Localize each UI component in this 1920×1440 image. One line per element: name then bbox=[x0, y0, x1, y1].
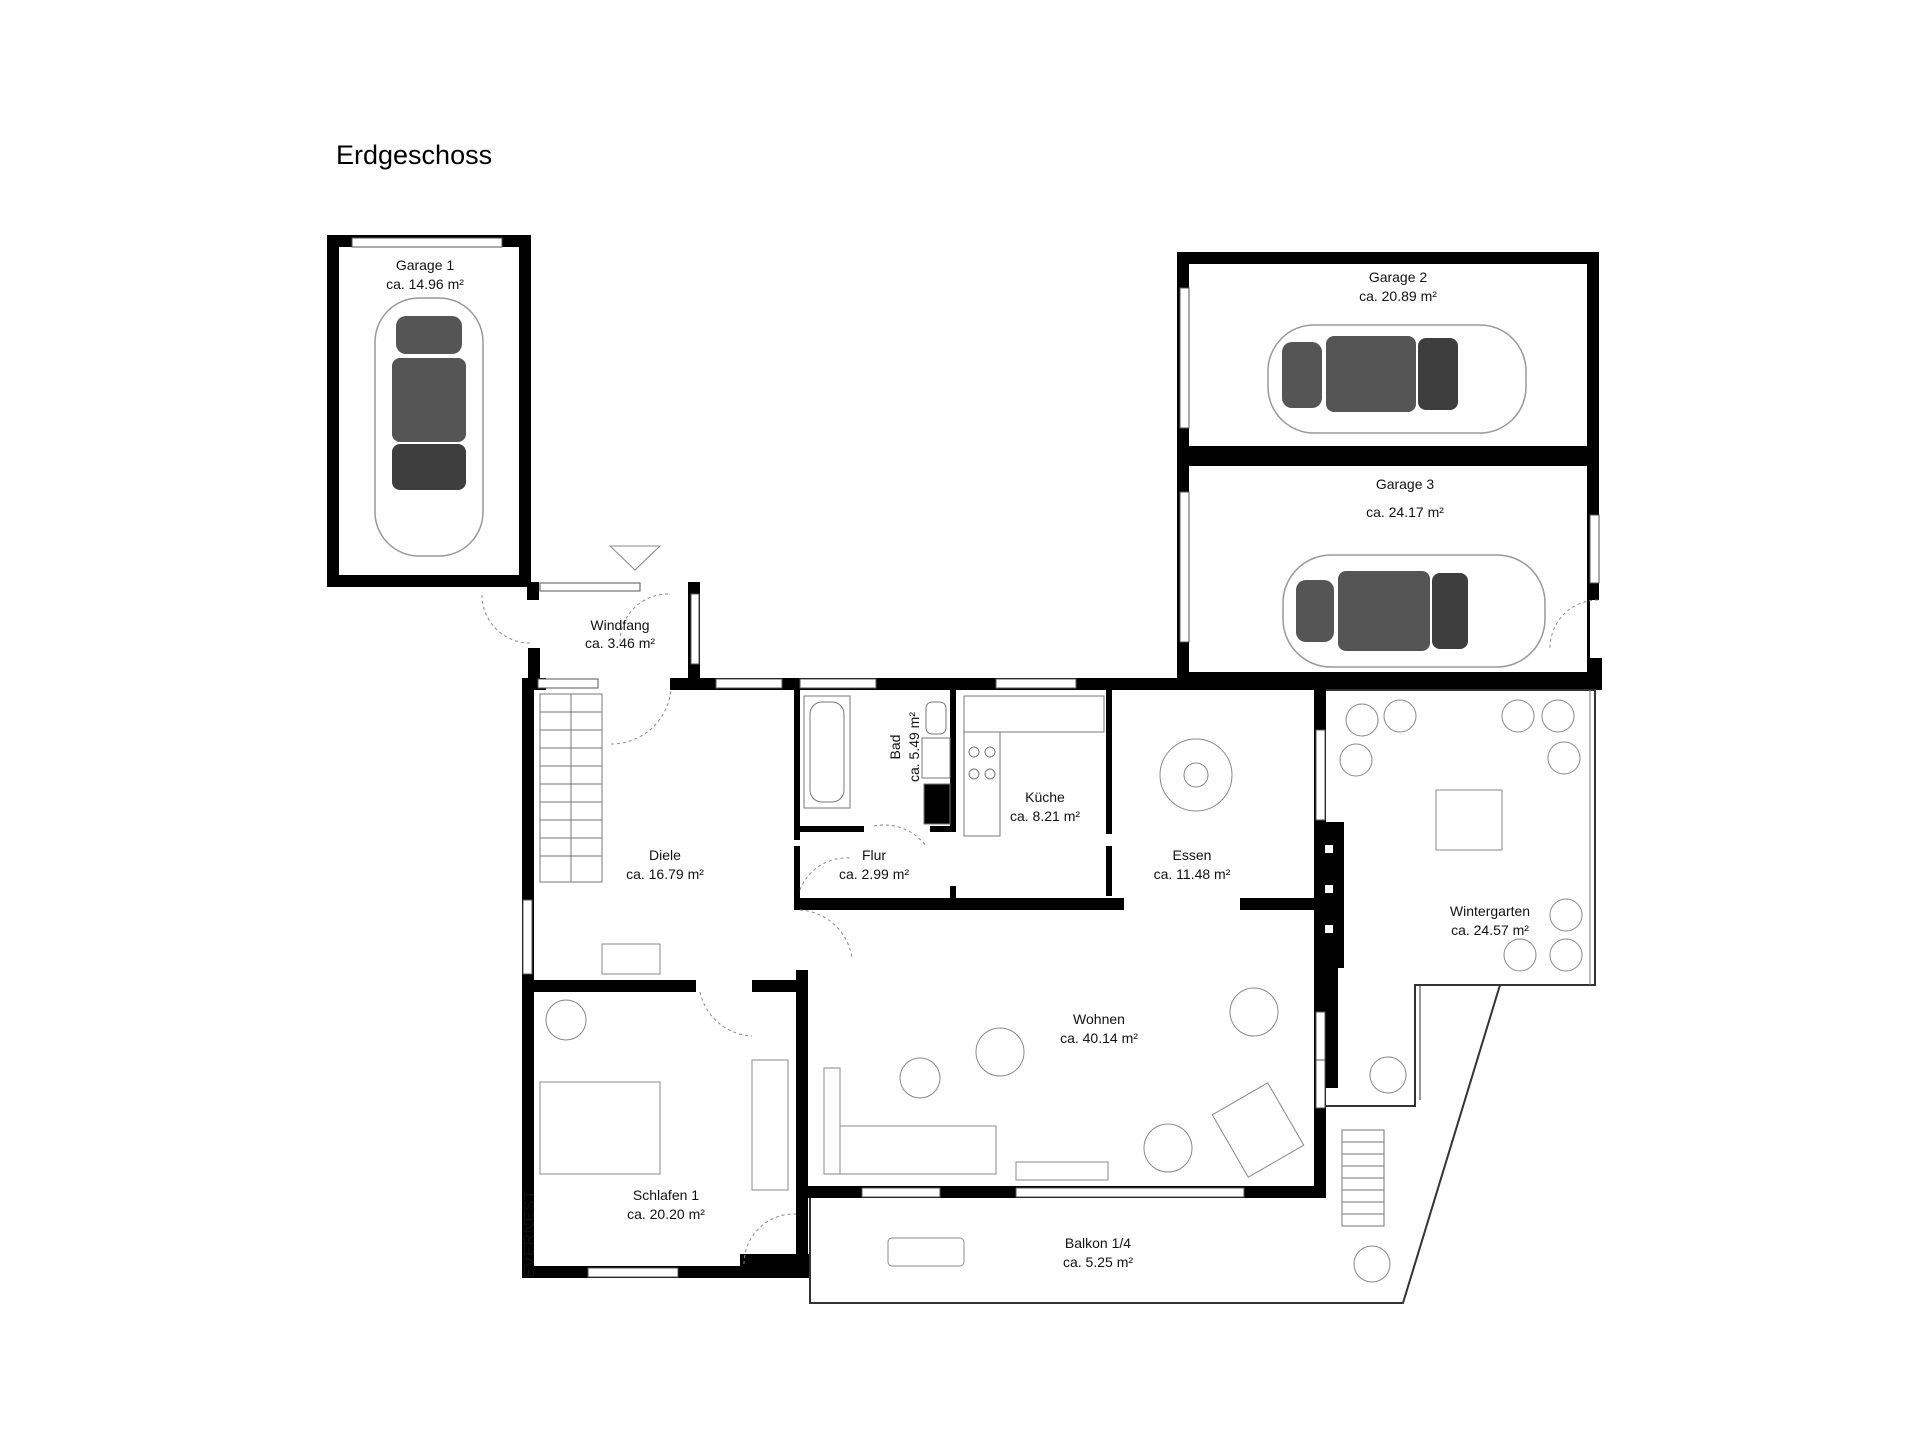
label-garage1-area: ca. 14.96 m² bbox=[386, 276, 464, 292]
label-garage3-name: Garage 3 bbox=[1376, 476, 1435, 492]
label-kueche-area: ca. 8.21 m² bbox=[1010, 808, 1080, 824]
label-schlafen1-area: ca. 20.20 m² bbox=[627, 1206, 705, 1222]
car-icon bbox=[1267, 324, 1527, 434]
wintergarten-outline bbox=[1320, 689, 1596, 1107]
label-flur-name: Flur bbox=[862, 847, 886, 863]
label-wohnen-name: Wohnen bbox=[1073, 1011, 1125, 1027]
label-bad-name: Bad bbox=[887, 735, 903, 760]
living-furniture bbox=[823, 987, 1305, 1181]
garage-3 bbox=[1177, 454, 1600, 684]
label-garage2-area: ca. 20.89 m² bbox=[1359, 288, 1437, 304]
wintergarten-table bbox=[1435, 789, 1503, 851]
balkon-outline bbox=[809, 984, 1501, 1304]
label-flur-area: ca. 2.99 m² bbox=[839, 866, 909, 882]
plants bbox=[1339, 699, 1583, 1283]
label-diele-name: Diele bbox=[649, 847, 681, 863]
label-balkon-name: Balkon 1/4 bbox=[1065, 1235, 1131, 1251]
label-bad-area: ca. 5.49 m² bbox=[906, 712, 922, 782]
label-schlafen1-name: Schlafen 1 bbox=[633, 1187, 699, 1203]
label-essen-name: Essen bbox=[1173, 847, 1212, 863]
page-title: Erdgeschoss bbox=[336, 140, 493, 170]
label-wohnen-area: ca. 40.14 m² bbox=[1060, 1030, 1138, 1046]
label-garage2-name: Garage 2 bbox=[1369, 269, 1428, 285]
bathroom-fixtures bbox=[803, 695, 951, 825]
outdoor-steps bbox=[1341, 1129, 1385, 1227]
windows bbox=[522, 678, 1326, 1278]
kitchen-counter bbox=[963, 695, 1105, 837]
label-essen-area: ca. 11.48 m² bbox=[1154, 866, 1231, 882]
label-windfang-area: ca. 3.46 m² bbox=[585, 635, 655, 651]
room-labels: Garage 1 ca. 14.96 m² Garage 2 ca. 20.89… bbox=[386, 257, 1530, 1270]
label-diele-area: ca. 16.79 m² bbox=[626, 866, 704, 882]
dining-table bbox=[1159, 738, 1233, 812]
car-icon bbox=[374, 297, 484, 557]
evernest-watermark: EVERNEST bbox=[521, 1189, 538, 1278]
label-garage1-name: Garage 1 bbox=[396, 257, 455, 273]
label-wintergarten-area: ca. 24.57 m² bbox=[1451, 922, 1529, 938]
staircase bbox=[539, 693, 603, 883]
label-wintergarten-name: Wintergarten bbox=[1450, 903, 1530, 919]
label-balkon-area: ca. 5.25 m² bbox=[1063, 1254, 1133, 1270]
label-garage3-area: ca. 24.17 m² bbox=[1366, 504, 1444, 520]
label-kueche-name: Küche bbox=[1025, 789, 1065, 805]
garage-2 bbox=[1177, 252, 1599, 458]
windfang bbox=[481, 545, 700, 678]
door-swings bbox=[610, 689, 927, 1265]
garage-1 bbox=[327, 235, 531, 587]
car-icon bbox=[1282, 554, 1546, 668]
bedroom-furniture bbox=[539, 943, 789, 1191]
balkon-table bbox=[887, 1237, 965, 1267]
label-windfang-name: Windfang bbox=[590, 617, 649, 633]
